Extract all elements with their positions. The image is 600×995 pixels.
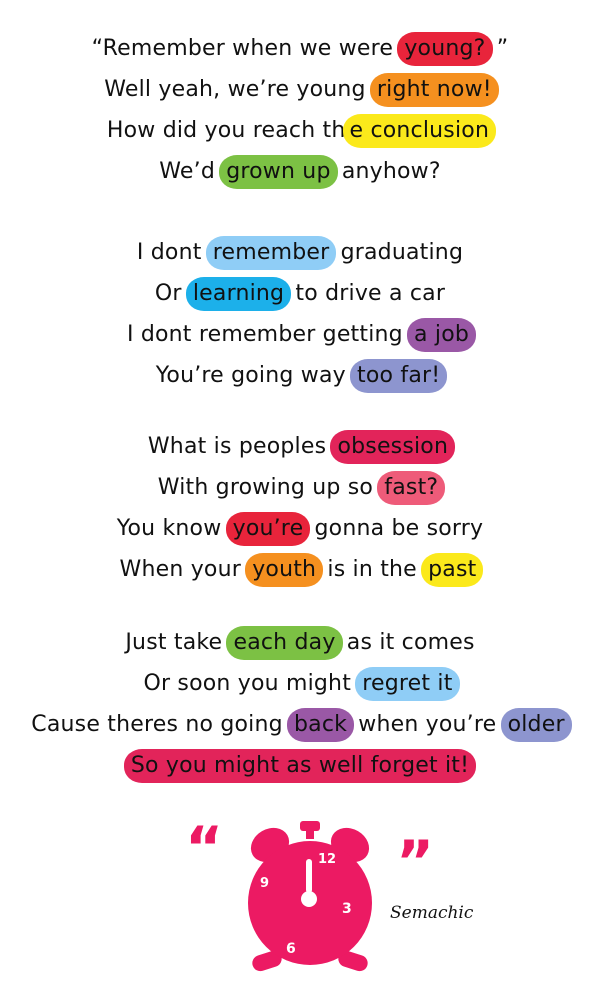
stanza-1: “Remember when we were young? ”Well yeah… <box>0 28 600 192</box>
highlighted-word: remember <box>205 236 337 270</box>
poem-line: “Remember when we were young? ” <box>0 28 600 69</box>
poem-line: With growing up so fast? <box>0 467 600 508</box>
line-text: Or <box>154 281 189 306</box>
line-text: Cause theres no going <box>31 712 290 737</box>
line-text: Just take <box>125 630 230 655</box>
artist-signature: Semachic <box>390 903 474 923</box>
poem-line: I dont remember getting a job <box>0 314 600 355</box>
line-text: when you’re <box>351 712 504 737</box>
highlighted-word: older <box>500 708 572 742</box>
highlighted-word: each day <box>226 626 343 660</box>
line-text: We’d <box>159 159 223 184</box>
poem-line: We’d grown up anyhow? <box>0 151 600 192</box>
line-text: With growing up so <box>157 475 381 500</box>
highlighted-word: regret it <box>355 667 460 701</box>
footer: “ 12 3 6 9 ” Semachic <box>0 815 600 995</box>
highlighted-word: right now! <box>369 73 499 107</box>
line-text: “Remember when we were <box>91 36 401 61</box>
clock-number-12: 12 <box>318 852 336 867</box>
highlighted-word: a job <box>407 318 477 352</box>
poem-line: When your youth is in the past <box>0 549 600 590</box>
line-text: as it comes <box>339 630 475 655</box>
highlighted-word: grown up <box>219 155 338 189</box>
poem-line: You know you’re gonna be sorry <box>0 508 600 549</box>
poem-line: Cause theres no going back when you’re o… <box>0 704 600 745</box>
line-text: to drive a car <box>288 281 446 306</box>
line-text: Or soon you might <box>143 671 359 696</box>
poem-line: Or learning to drive a car <box>0 273 600 314</box>
line-text: is in the <box>320 557 425 582</box>
highlighted-word: e conclusion <box>342 114 497 148</box>
line-text: I dont remember getting <box>126 322 411 347</box>
poem-line: So you might as well forget it! <box>0 745 600 786</box>
highlighted-word: past <box>421 553 484 587</box>
highlighted-word: So you might as well forget it! <box>123 749 477 783</box>
line-text: I dont <box>136 240 209 265</box>
highlighted-word: fast? <box>377 471 446 505</box>
poem-line: I dont remember graduating <box>0 232 600 273</box>
line-text: You know <box>116 516 229 541</box>
clock-number-9: 9 <box>260 876 269 891</box>
line-text: ” <box>489 36 509 61</box>
line-text: anyhow? <box>334 159 441 184</box>
poem-line: What is peoples obsession <box>0 426 600 467</box>
clock-number-3: 3 <box>342 901 352 917</box>
line-text: When your <box>119 557 249 582</box>
line-text: You’re going way <box>155 363 354 388</box>
line-text: How did you reach th <box>106 118 346 143</box>
line-text: Well yeah, we’re young <box>104 77 373 102</box>
highlighted-word: youth <box>245 553 324 587</box>
line-text: What is peoples <box>147 434 334 459</box>
close-quote-mark: ” <box>396 828 435 896</box>
clock-number-6: 6 <box>286 941 296 957</box>
poem-line: You’re going way too far! <box>0 355 600 396</box>
line-text: graduating <box>333 240 464 265</box>
highlighted-word: obsession <box>330 430 456 464</box>
poem-line: Well yeah, we’re young right now! <box>0 69 600 110</box>
highlighted-word: young? <box>397 32 493 66</box>
poem-line: Or soon you might regret it <box>0 663 600 704</box>
highlighted-word: back <box>286 708 355 742</box>
line-text: gonna be sorry <box>307 516 484 541</box>
highlighted-word: you’re <box>225 512 311 546</box>
alarm-clock-icon: 12 3 6 9 <box>248 821 372 972</box>
highlighted-word: too far! <box>350 359 448 393</box>
poem-line: Just take each day as it comes <box>0 622 600 663</box>
highlighted-word: learning <box>185 277 292 311</box>
open-quote-mark: “ <box>185 814 224 882</box>
